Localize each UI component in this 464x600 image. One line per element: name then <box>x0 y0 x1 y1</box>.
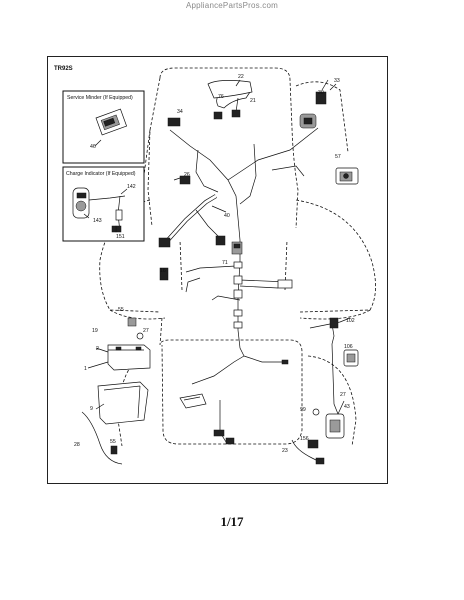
callout-142: 142 <box>127 184 136 190</box>
callout-99: 99 <box>300 407 306 413</box>
components <box>97 79 359 465</box>
callout-23: 23 <box>282 448 288 454</box>
callout-9: 9 <box>90 406 93 412</box>
callout-30: 30 <box>318 90 324 96</box>
callout-102: 102 <box>346 318 355 324</box>
diagram-frame <box>47 56 388 484</box>
callout-106: 106 <box>344 344 353 350</box>
diagram-id: TR92S <box>54 66 73 72</box>
callout-34: 34 <box>177 109 183 115</box>
callout-22: 22 <box>238 74 244 80</box>
wiring-harness <box>81 91 351 465</box>
callout-57: 57 <box>335 154 341 160</box>
charge-indicator-inset: Charge Indicator (If Equipped) 142 143 1… <box>62 166 145 242</box>
charge-indicator-title: Charge Indicator (If Equipped) <box>66 171 136 177</box>
callout-16: 16 <box>160 268 166 274</box>
callout-156: 156 <box>300 436 309 442</box>
callout-33: 33 <box>334 78 340 84</box>
callout-71: 71 <box>222 260 228 266</box>
callout-55: 55 <box>118 307 124 313</box>
callout-143: 143 <box>93 218 102 224</box>
callout-26: 26 <box>184 172 190 178</box>
watermark: AppliancePartsPros.com <box>186 1 278 10</box>
service-minder-title: Service Minder (If Equipped) <box>67 95 133 101</box>
callout-2: 2 <box>96 346 99 352</box>
callout-21: 21 <box>250 98 256 104</box>
callout-151: 151 <box>116 234 125 240</box>
callouts: 22 76 21 33 30 34 57 26 40 71 16 55 19 2… <box>74 74 355 454</box>
callout-55b: 55 <box>110 439 116 445</box>
callout-76: 76 <box>218 94 224 100</box>
callout-19: 19 <box>92 328 98 334</box>
callout-40: 40 <box>224 213 230 219</box>
callout-28: 28 <box>74 442 80 448</box>
callout-27b: 27 <box>340 392 346 398</box>
service-minder-inset: Service Minder (If Equipped) 46 <box>62 90 145 164</box>
callout-1: 1 <box>84 366 87 372</box>
callout-43: 43 <box>344 404 350 410</box>
callout-27a: 27 <box>143 328 149 334</box>
callout-46: 46 <box>90 144 96 150</box>
page-number: 1/17 <box>220 514 244 529</box>
